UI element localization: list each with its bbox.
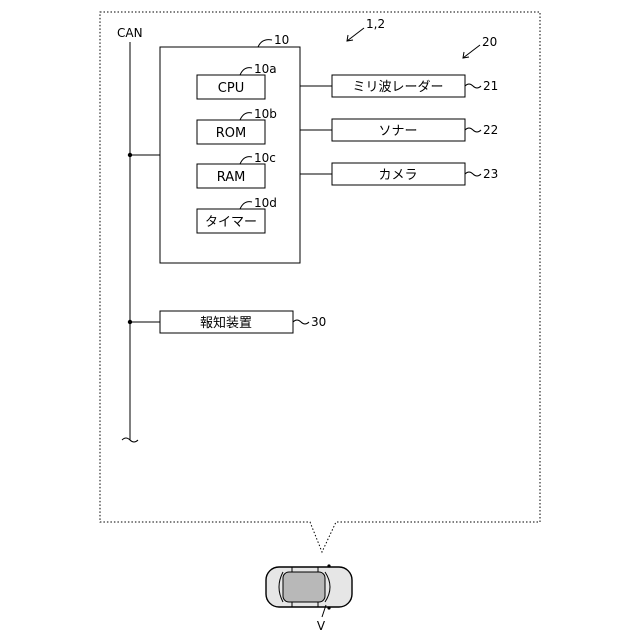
- ram-label: RAM: [217, 170, 246, 185]
- outline-ref-arrow: [463, 45, 480, 58]
- camera-ref: 23: [483, 167, 498, 181]
- rom-ref-leader: [240, 113, 252, 120]
- timer-ref: 10d: [254, 196, 277, 210]
- timer-label: タイマー: [205, 215, 257, 230]
- system-ref: 1,2: [366, 17, 385, 31]
- controller-ref: 10: [274, 33, 289, 47]
- ram-ref: 10c: [254, 151, 276, 165]
- radar-label: ミリ波レーダー: [352, 80, 443, 95]
- sonar-ref: 22: [483, 123, 498, 137]
- timer-ref-leader: [240, 202, 252, 209]
- sonar-ref-tilde: [465, 128, 481, 132]
- notifier-ref-tilde: [293, 320, 309, 324]
- sonar-label: ソナー: [378, 124, 417, 139]
- system-ref-arrow: [347, 28, 364, 41]
- system-outline: [100, 12, 540, 552]
- radar-ref-tilde: [465, 84, 481, 88]
- ram-ref-leader: [240, 157, 252, 164]
- cpu-ref-leader: [240, 68, 252, 75]
- radar-ref: 21: [483, 79, 498, 93]
- outline-ref: 20: [482, 35, 497, 49]
- rom-label: ROM: [216, 126, 246, 141]
- cpu-label: CPU: [218, 81, 244, 96]
- rom-ref: 10b: [254, 107, 277, 121]
- camera-label: カメラ: [378, 168, 417, 183]
- can-bus-label: CAN: [117, 26, 143, 40]
- vehicle-icon: [266, 564, 352, 609]
- cpu-ref: 10a: [254, 62, 277, 76]
- vehicle-ref: V: [317, 619, 326, 633]
- camera-ref-tilde: [465, 172, 481, 176]
- notifier-ref: 30: [311, 315, 326, 329]
- controller-ref-leader: [258, 40, 272, 47]
- notifier-label: 報知装置: [200, 315, 252, 331]
